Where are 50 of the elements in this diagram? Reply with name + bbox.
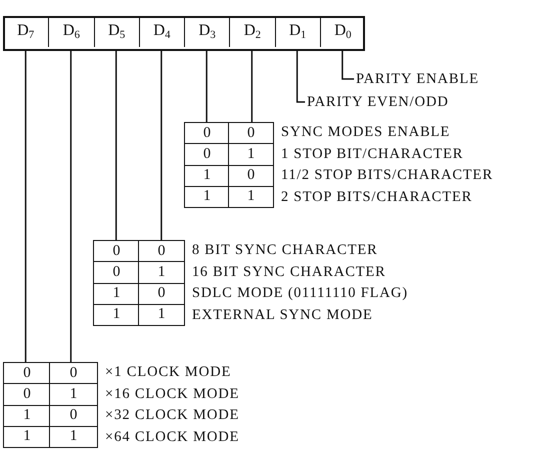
bit-value-column xyxy=(93,240,140,326)
bit-value: 0 xyxy=(112,242,122,261)
mode-description: EXTERNAL SYNC MODE xyxy=(192,306,373,324)
bit-value: 0 xyxy=(139,282,184,304)
bit-value: 1 xyxy=(229,143,273,164)
bit-value: 0 xyxy=(229,164,273,186)
bit-value: 0 xyxy=(246,124,256,143)
bit-name: D$_{5}$ xyxy=(108,22,126,41)
mode-description: 11/2 STOP BITS/CHARACTER xyxy=(281,166,494,185)
connector-line xyxy=(206,51,208,122)
connector-line xyxy=(70,51,72,362)
connector-line xyxy=(296,51,305,103)
bit-value: 0 xyxy=(202,124,212,143)
mode-description: 8 BIT SYNC CHARACTER xyxy=(192,241,378,260)
bit-value: 1 xyxy=(229,186,273,207)
bit-value: 1 xyxy=(50,426,97,447)
bit-value: 0 xyxy=(50,404,97,426)
bit-value-column xyxy=(138,240,185,326)
bit-name: D$_{4}$ xyxy=(153,22,170,41)
bit-value: 0 xyxy=(156,242,166,261)
bit-value-column xyxy=(3,362,51,448)
bit-name: D$_{6}$ xyxy=(62,22,80,41)
bit-value: 1 xyxy=(139,261,184,282)
register-bar xyxy=(3,16,365,51)
connector-line xyxy=(251,51,253,122)
bit-name: D$_{7}$ xyxy=(17,22,34,41)
bit-value: 1 xyxy=(139,304,184,325)
mode-description: 16 BIT SYNC CHARACTER xyxy=(192,262,386,282)
mode-description: ×32 CLOCK MODE xyxy=(105,406,240,425)
connector-line xyxy=(115,51,117,240)
bit-name: D$_{1}$ xyxy=(289,22,306,41)
mode-description: SDLC MODE (01111110 FLAG) xyxy=(192,284,408,303)
bit-value-column xyxy=(228,122,274,208)
mode-description: 1 STOP BIT/CHARACTER xyxy=(281,144,464,164)
mode-description: ×1 CLOCK MODE xyxy=(105,363,232,382)
bit-value: 1 xyxy=(50,383,97,404)
bit-name: D$_{0}$ xyxy=(334,22,352,41)
connector-line xyxy=(342,51,354,80)
mode-description: ×64 CLOCK MODE xyxy=(105,428,240,446)
bit-name: D$_{2}$ xyxy=(244,22,261,41)
bit-value: 0 xyxy=(22,364,32,383)
bit-name: D$_{3}$ xyxy=(198,22,216,41)
connector-line xyxy=(24,51,26,362)
bit-value-column xyxy=(184,122,230,208)
bit-value: 0 xyxy=(68,364,78,383)
connector-line xyxy=(160,51,162,240)
mode-description: ×16 CLOCK MODE xyxy=(105,384,240,404)
bit-value-column xyxy=(49,362,98,448)
mode-description: SYNC MODES ENABLE xyxy=(281,123,450,142)
mode-description: 2 STOP BITS/CHARACTER xyxy=(281,188,472,206)
